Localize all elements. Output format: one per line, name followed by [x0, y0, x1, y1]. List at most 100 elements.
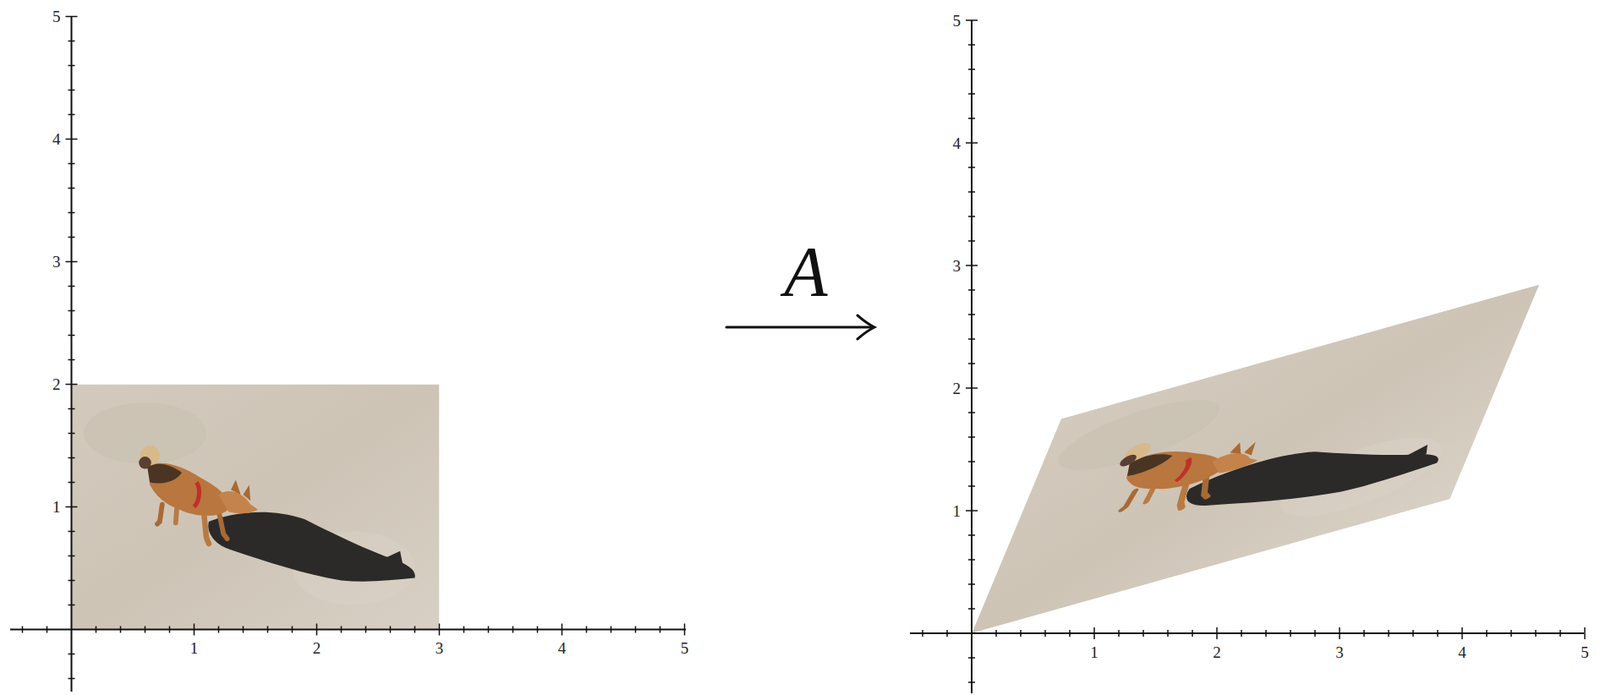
- axis-tick: [968, 93, 976, 95]
- axis-tick: [487, 626, 490, 634]
- axis-tick: [1583, 627, 1586, 640]
- axis-tick: [1510, 630, 1513, 637]
- axis-tick: [561, 624, 564, 636]
- axis-tick: [65, 261, 78, 264]
- tick-label: 5: [680, 640, 690, 657]
- axis-tick: [610, 626, 613, 634]
- axis-tick: [968, 289, 976, 291]
- axis-tick: [965, 142, 978, 144]
- axis-tick: [968, 338, 976, 340]
- axis-tick: [267, 626, 269, 634]
- tick-label: 4: [558, 640, 567, 657]
- tick-label: 4: [52, 131, 61, 148]
- axis-tick: [1093, 627, 1096, 640]
- axis-tick: [635, 626, 637, 634]
- axis-tick: [68, 40, 76, 43]
- axis-tick: [68, 359, 76, 362]
- axis-tick: [1461, 627, 1464, 640]
- axis-tick: [65, 138, 78, 141]
- axis-tick: [65, 16, 78, 18]
- axis-tick: [65, 506, 78, 509]
- axis-tick: [68, 334, 76, 337]
- axis-tick: [68, 187, 76, 190]
- axis-tick: [144, 626, 147, 634]
- axis-tick: [968, 411, 976, 414]
- axis-tick: [68, 285, 76, 288]
- axis-tick: [968, 460, 976, 463]
- tick-label: 3: [953, 257, 962, 274]
- axis-tick: [968, 558, 976, 561]
- axis-tick: [1363, 630, 1365, 637]
- tick-label: 5: [52, 8, 61, 25]
- axis-tick: [68, 678, 76, 680]
- tick-label: 4: [1457, 644, 1467, 661]
- axis-tick: [1289, 630, 1292, 637]
- axis-tick: [120, 626, 122, 634]
- axis-tick: [365, 626, 368, 634]
- tick-label: 3: [52, 253, 61, 270]
- axis-tick: [68, 604, 76, 607]
- tick-label: 1: [190, 640, 199, 657]
- axis-tick: [968, 681, 976, 684]
- tick-label: 5: [953, 12, 962, 29]
- axis-tick: [68, 531, 76, 533]
- axis-tick: [1559, 630, 1562, 637]
- axis-tick: [169, 626, 171, 634]
- axis-tick: [68, 163, 76, 165]
- axis-tick: [968, 191, 976, 193]
- axis-tick: [968, 68, 976, 71]
- axis-tick: [68, 408, 76, 411]
- axis-tick: [1436, 630, 1439, 637]
- axis-tick: [995, 630, 998, 637]
- axis-tick: [68, 89, 76, 92]
- tick-label: 2: [312, 640, 322, 657]
- axis-tick: [968, 313, 976, 316]
- axis-tick: [68, 114, 76, 116]
- axis-tick: [414, 626, 417, 634]
- axis-tick: [512, 626, 515, 634]
- tick-label: 4: [953, 135, 962, 152]
- axis-tick: [242, 626, 245, 634]
- axis-tick: [1387, 630, 1390, 637]
- axis-tick: [65, 383, 78, 386]
- axis-tick: [46, 626, 49, 634]
- axis-tick: [1265, 630, 1267, 637]
- axis-tick: [1314, 630, 1316, 637]
- axis-tick: [340, 626, 343, 634]
- axis-tick: [684, 624, 686, 636]
- tick-label: 1: [1090, 644, 1099, 661]
- axis-tick: [463, 626, 466, 634]
- tick-label: 2: [953, 380, 962, 397]
- axis-tick: [316, 624, 318, 636]
- axis-tick: [1044, 630, 1047, 637]
- axis-tick: [1167, 630, 1169, 637]
- axis-tick: [968, 117, 976, 120]
- axis-tick: [968, 43, 976, 46]
- axis-tick: [968, 436, 976, 439]
- axis-tick: [968, 534, 976, 537]
- axis-tick: [1534, 630, 1537, 637]
- tick-label: 5: [1580, 644, 1590, 661]
- axis-tick: [968, 657, 976, 659]
- axis-tick: [659, 626, 662, 634]
- axis-tick: [968, 362, 976, 365]
- tick-label: 2: [52, 376, 61, 393]
- axis-tick: [218, 626, 220, 634]
- axis-tick: [68, 432, 76, 435]
- axis-tick: [965, 19, 978, 22]
- axis-tick: [968, 215, 976, 218]
- axis-tick: [68, 457, 76, 460]
- axis-tick: [68, 555, 76, 558]
- matrix-label: A: [783, 236, 828, 308]
- axis-tick: [586, 626, 588, 634]
- axis-tick: [1191, 630, 1194, 637]
- axis-tick: [946, 630, 948, 637]
- axis-tick: [68, 653, 76, 656]
- axis-tick: [1412, 630, 1414, 637]
- axis-tick: [68, 310, 76, 313]
- axis-tick: [68, 482, 76, 484]
- axis-tick: [193, 624, 196, 636]
- axis-tick: [1240, 630, 1243, 637]
- axis-tick: [68, 212, 76, 214]
